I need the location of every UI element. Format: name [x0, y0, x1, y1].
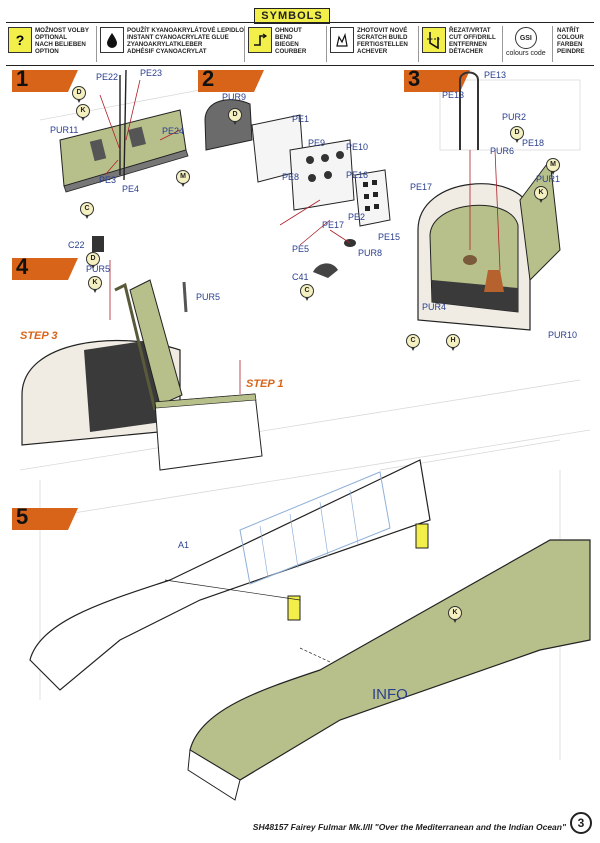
part-label: PE13: [484, 70, 507, 80]
colour-code-badge: D: [72, 86, 86, 103]
part-label: PUR1: [536, 174, 561, 184]
part-label: PE13: [442, 90, 465, 100]
part-label: PUR4: [422, 302, 447, 312]
colour-code-badge: D: [86, 252, 100, 269]
svg-text:?: ?: [16, 32, 25, 48]
step-4-flag: 4: [16, 254, 29, 279]
step-flags: [12, 70, 470, 530]
part-label: PE4: [122, 184, 140, 194]
part-label: PE10: [346, 142, 369, 152]
part-label: PE17: [410, 182, 433, 192]
colour-code-badge: D: [228, 108, 242, 125]
part-label: PE24: [162, 126, 185, 136]
part-label: PE23: [140, 68, 163, 78]
part-label: PE1: [292, 114, 310, 124]
part-label: PE2: [348, 212, 366, 222]
part-label: PUR2: [502, 112, 527, 122]
step1-panel: [59, 69, 189, 193]
part-label: PE15: [378, 232, 401, 242]
step3-cockpit: [417, 71, 561, 331]
step-1-flag: 1: [16, 66, 29, 91]
colour-code-badge: K: [88, 276, 102, 293]
step-2-flag: 2: [202, 66, 215, 91]
colour-code-badge: M: [546, 158, 560, 175]
part-label: PE22: [96, 72, 119, 82]
symbols-title: SYMBOLS: [254, 8, 330, 24]
part-label: PE8: [282, 172, 300, 182]
part-label: PE5: [292, 244, 310, 254]
info-label: INFO: [372, 686, 408, 703]
question-icon: ?: [8, 27, 32, 53]
part-label: PUR8: [358, 248, 383, 258]
symbol-gsi: GSI colours code: [506, 27, 546, 57]
part-label: C41: [292, 272, 309, 282]
colour-code-badge: K: [448, 606, 462, 623]
step2-parts: [204, 99, 391, 278]
page-number: 3: [570, 812, 592, 834]
part-label: PUR10: [548, 330, 578, 340]
part-label: PUR5: [196, 292, 221, 302]
colour-code-badge: D: [510, 126, 524, 143]
colour-code-badge: K: [534, 186, 548, 203]
part-label: PE9: [308, 138, 326, 148]
step5-fuselage: [29, 459, 591, 801]
colour-code-badge: M: [176, 170, 190, 187]
bend-icon: [248, 27, 272, 53]
colour-code-badge: C: [80, 202, 94, 219]
step-5-flag: 5: [16, 504, 29, 529]
part-label: PUR5: [86, 264, 111, 274]
step-3-flag: 3: [408, 66, 421, 91]
part-label: PUR9: [222, 92, 247, 102]
part-label: PUR6: [490, 146, 515, 156]
part-label: PE16: [346, 170, 369, 180]
part-label: PE3: [99, 175, 117, 185]
part-label: PE17: [322, 220, 345, 230]
part-label: C22: [68, 240, 85, 250]
colour-code-badge: C: [406, 334, 420, 351]
step4-cockpit: [21, 236, 263, 471]
gsi-colour-icon: GSI: [514, 27, 537, 49]
colour-code-badge: H: [446, 334, 460, 351]
page-footer: SH48157 Fairey Fulmar Mk.I/II "Over the …: [252, 822, 566, 832]
step-3-callout: STEP 3: [20, 330, 58, 342]
glue-drop-icon: [100, 27, 124, 53]
part-label: A1: [178, 540, 190, 550]
part-label: PE18: [522, 138, 545, 148]
step-1-callout: STEP 1: [246, 378, 284, 390]
colour-code-badge: K: [76, 104, 90, 121]
scratch-build-icon: [330, 27, 354, 53]
colour-code-badge: C: [300, 284, 314, 301]
cut-off-icon: [422, 27, 446, 53]
part-label: PUR11: [50, 125, 79, 135]
